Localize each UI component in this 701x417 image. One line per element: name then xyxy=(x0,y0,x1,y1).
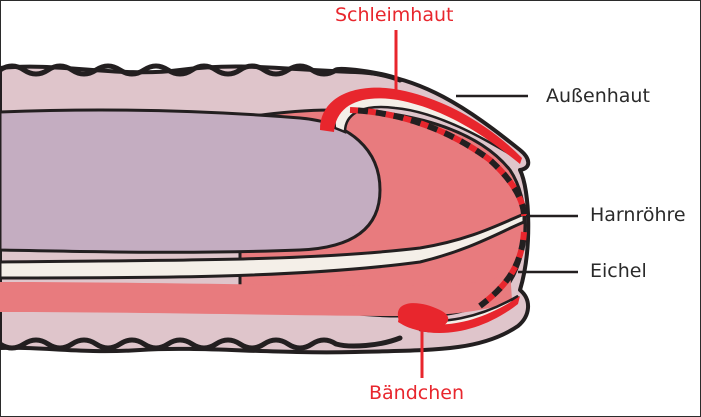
label-schleimhaut: Schleimhaut xyxy=(335,6,453,25)
label-eichel: Eichel xyxy=(590,262,647,281)
label-baendchen: Bändchen xyxy=(369,384,464,403)
shaft-core xyxy=(0,110,380,252)
label-aussenhaut: Außenhaut xyxy=(546,87,650,106)
label-harnroehre: Harnröhre xyxy=(590,206,686,225)
